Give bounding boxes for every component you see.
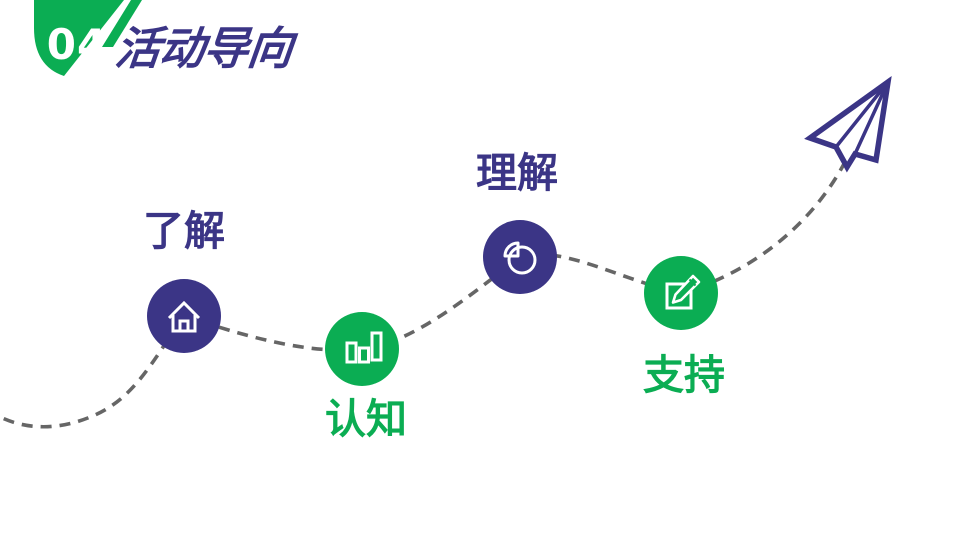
leaf-shape bbox=[34, 0, 124, 76]
journey-node-3 bbox=[483, 220, 557, 294]
journey-node-2 bbox=[325, 312, 399, 386]
slash-decoration bbox=[102, 0, 142, 47]
paper-plane-icon bbox=[804, 75, 892, 173]
node-label-comprehend: 理解 bbox=[476, 149, 558, 197]
home-icon bbox=[167, 300, 201, 333]
pie-chart-icon bbox=[503, 241, 537, 275]
node-label-cognition: 认知 bbox=[325, 395, 407, 443]
bar-chart-icon bbox=[345, 331, 383, 364]
journey-node-4 bbox=[644, 256, 718, 330]
journey-node-1 bbox=[147, 279, 221, 353]
section-badge-shape bbox=[34, 0, 142, 76]
section-number: 04 bbox=[46, 20, 108, 69]
node-label-understand: 了解 bbox=[143, 207, 225, 255]
node-label-support: 支持 bbox=[643, 351, 725, 399]
edit-icon bbox=[665, 274, 701, 310]
